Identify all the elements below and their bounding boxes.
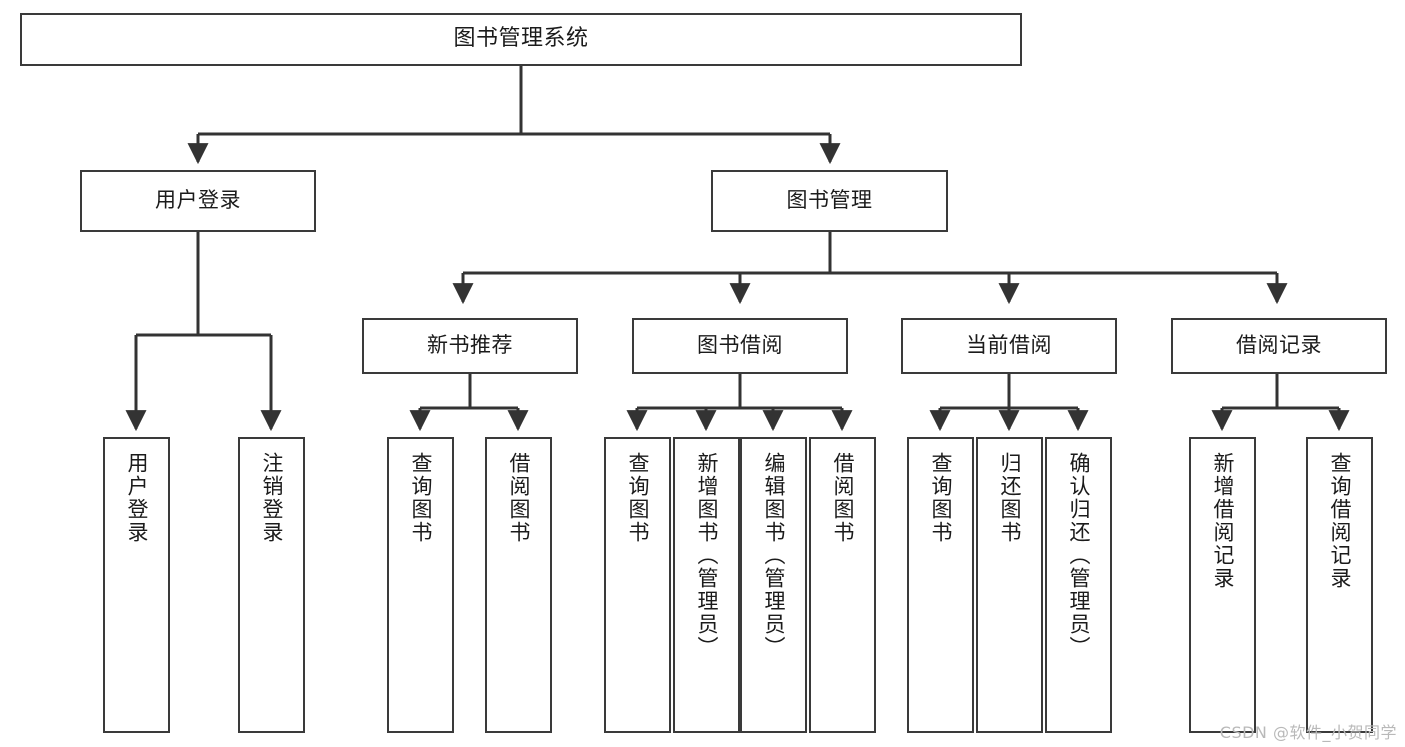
node-book-manage[interactable]: 图书管理 <box>711 170 948 232</box>
leaf-borrow-record-add-label: 新增借阅记录 <box>1211 452 1235 590</box>
leaf-current-borrow-query-label: 查询图书 <box>929 452 953 544</box>
leaf-user-login-login-label: 用户登录 <box>125 452 149 544</box>
node-user-login[interactable]: 用户登录 <box>80 170 316 232</box>
node-current-borrow-label: 当前借阅 <box>966 333 1052 358</box>
leaf-user-login-login[interactable]: 用户登录 <box>103 437 170 733</box>
watermark: CSDN @软件_小贺同学 <box>1219 723 1397 742</box>
leaf-new-book-query[interactable]: 查询图书 <box>387 437 454 733</box>
node-root[interactable]: 图书管理系统 <box>20 13 1022 66</box>
leaf-book-borrow-add-label: 新增图书（管理员） <box>695 452 719 659</box>
node-book-manage-label: 图书管理 <box>786 188 873 213</box>
node-current-borrow[interactable]: 当前借阅 <box>901 318 1117 374</box>
leaf-book-borrow-query[interactable]: 查询图书 <box>604 437 671 733</box>
node-new-book-recommend-label: 新书推荐 <box>427 333 513 358</box>
node-borrow-record[interactable]: 借阅记录 <box>1171 318 1387 374</box>
node-root-label: 图书管理系统 <box>453 26 589 52</box>
leaf-book-borrow-edit-label: 编辑图书（管理员） <box>762 452 786 659</box>
leaf-borrow-record-add[interactable]: 新增借阅记录 <box>1189 437 1256 733</box>
leaf-book-borrow-query-label: 查询图书 <box>626 452 650 544</box>
leaf-current-borrow-confirm-label: 确认归还（管理员） <box>1067 452 1091 659</box>
node-borrow-record-label: 借阅记录 <box>1236 333 1322 358</box>
node-new-book-recommend[interactable]: 新书推荐 <box>362 318 578 374</box>
leaf-borrow-record-query[interactable]: 查询借阅记录 <box>1306 437 1373 733</box>
leaf-borrow-record-query-label: 查询借阅记录 <box>1328 452 1352 590</box>
leaf-book-borrow-add[interactable]: 新增图书（管理员） <box>673 437 740 733</box>
leaf-new-book-query-label: 查询图书 <box>409 452 433 544</box>
leaf-current-borrow-query[interactable]: 查询图书 <box>907 437 974 733</box>
leaf-new-book-borrow-label: 借阅图书 <box>507 452 531 544</box>
leaf-book-borrow-borrow-label: 借阅图书 <box>831 452 855 544</box>
leaf-new-book-borrow[interactable]: 借阅图书 <box>485 437 552 733</box>
node-book-borrow[interactable]: 图书借阅 <box>632 318 848 374</box>
leaf-current-borrow-return-label: 归还图书 <box>998 452 1022 544</box>
node-book-borrow-label: 图书借阅 <box>697 333 783 358</box>
leaf-book-borrow-edit[interactable]: 编辑图书（管理员） <box>740 437 807 733</box>
leaf-book-borrow-borrow[interactable]: 借阅图书 <box>809 437 876 733</box>
leaf-user-login-logout-label: 注销登录 <box>260 452 284 544</box>
leaf-current-borrow-return[interactable]: 归还图书 <box>976 437 1043 733</box>
leaf-current-borrow-confirm[interactable]: 确认归还（管理员） <box>1045 437 1112 733</box>
node-user-login-label: 用户登录 <box>155 188 241 213</box>
leaf-user-login-logout[interactable]: 注销登录 <box>238 437 305 733</box>
